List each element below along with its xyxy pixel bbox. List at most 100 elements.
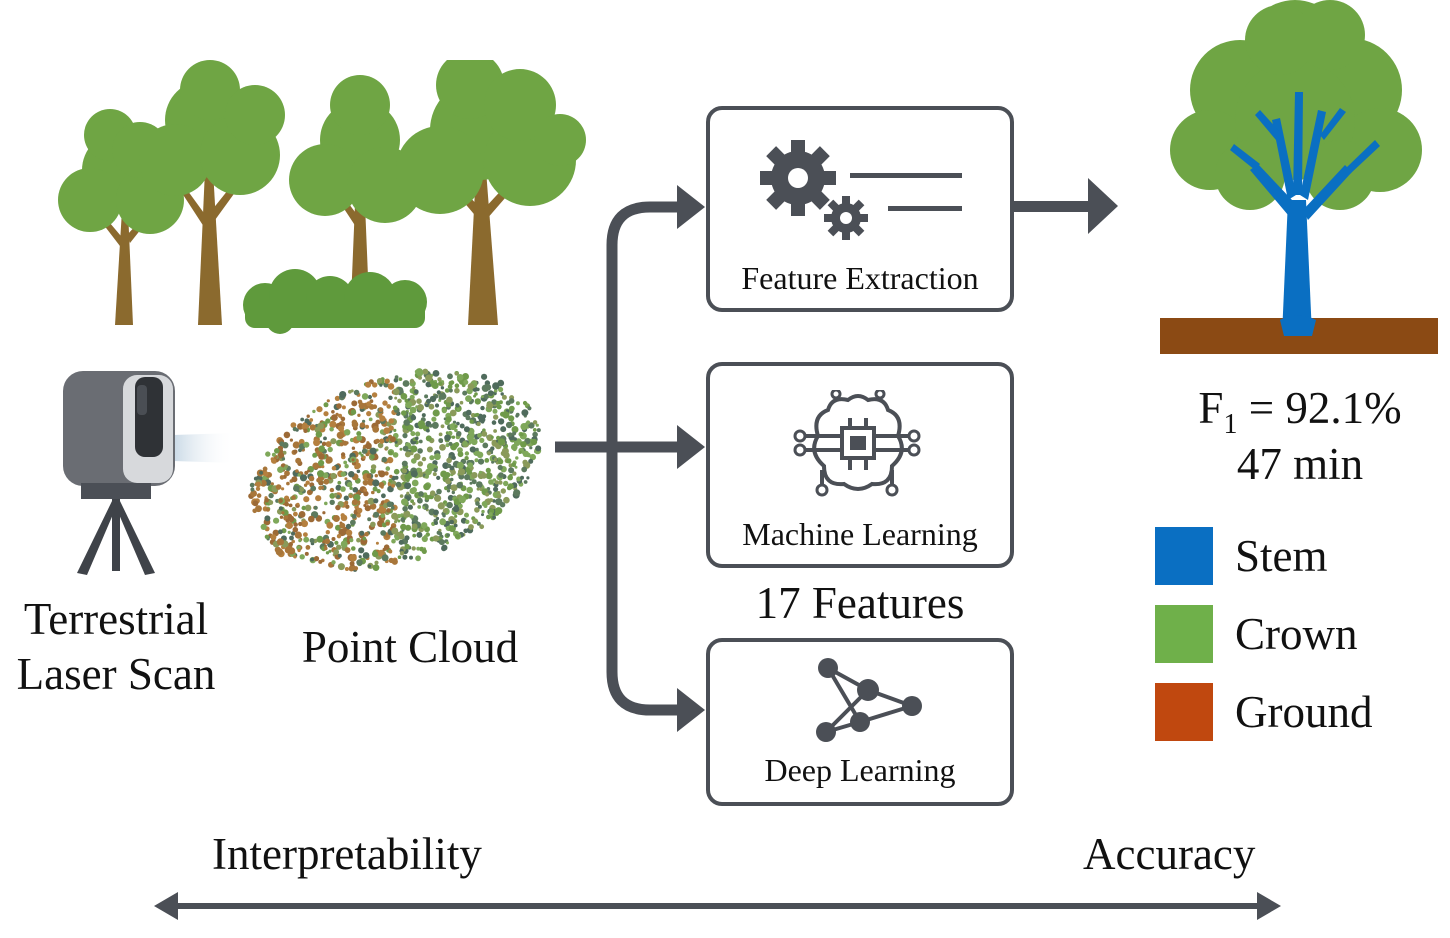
features-count-label: 17 Features <box>755 578 965 628</box>
scanner-label-line1: Terrestrial <box>23 594 209 644</box>
cloud-point <box>375 541 379 545</box>
cloud-point <box>503 480 509 487</box>
cloud-point <box>474 392 478 396</box>
cloud-point <box>412 386 416 390</box>
cloud-point <box>270 482 274 486</box>
cloud-point <box>529 446 533 450</box>
cloud-point <box>298 538 302 543</box>
cloud-point <box>488 479 494 485</box>
cloud-point <box>373 498 379 504</box>
forest-illustration <box>58 60 586 334</box>
cloud-point <box>330 472 337 480</box>
accuracy-label: Accuracy <box>1083 829 1256 879</box>
cloud-point <box>366 401 372 407</box>
cloud-point <box>431 382 439 389</box>
cloud-point <box>347 481 353 488</box>
cloud-point <box>357 413 361 417</box>
cloud-point <box>417 448 423 454</box>
cloud-point <box>382 400 388 406</box>
legend-label-ground: Ground <box>1235 687 1373 737</box>
cloud-point <box>367 564 372 568</box>
cloud-point <box>348 471 355 478</box>
cloud-point <box>497 438 505 446</box>
cloud-point <box>528 458 534 464</box>
cloud-point <box>286 481 290 486</box>
cloud-point <box>350 409 357 415</box>
cloud-point <box>392 452 399 458</box>
cloud-point <box>372 550 379 558</box>
cloud-point <box>475 501 480 506</box>
cloud-point <box>494 511 500 516</box>
cloud-point <box>324 538 331 545</box>
f1-symbol: F <box>1198 383 1224 433</box>
cloud-point <box>333 549 340 555</box>
cloud-point <box>522 459 528 465</box>
cloud-point <box>465 519 470 524</box>
cloud-point <box>301 520 308 528</box>
cloud-point <box>398 377 403 381</box>
legend-swatch-crown <box>1155 605 1213 663</box>
cloud-point <box>521 409 529 417</box>
cloud-point <box>535 423 539 427</box>
cloud-point <box>404 451 411 458</box>
cloud-point <box>481 501 488 507</box>
cloud-point <box>381 493 386 499</box>
cloud-point <box>349 561 355 566</box>
cloud-point <box>436 488 442 495</box>
cloud-point <box>426 446 433 453</box>
cloud-point <box>356 537 361 543</box>
cloud-point <box>380 530 387 536</box>
cloud-point <box>475 412 480 417</box>
cloud-point <box>476 481 483 488</box>
cloud-point <box>284 501 289 507</box>
cloud-point <box>293 485 300 492</box>
cloud-point <box>440 424 445 429</box>
cloud-point <box>411 523 418 530</box>
cloud-point <box>442 508 448 514</box>
cloud-point <box>317 422 325 430</box>
cloud-point <box>370 521 376 528</box>
cloud-point <box>410 499 414 504</box>
cloud-point <box>410 451 414 456</box>
cloud-point <box>298 438 305 445</box>
cloud-point <box>344 477 348 481</box>
cloud-point <box>466 486 473 494</box>
cloud-point <box>503 496 510 504</box>
cloud-point <box>318 559 323 564</box>
cloud-point <box>411 487 417 493</box>
machine-learning-box: Machine Learning <box>706 362 1014 568</box>
cloud-point <box>372 486 378 492</box>
cloud-point <box>388 395 393 400</box>
cloud-point <box>480 405 485 411</box>
cloud-point <box>345 504 350 509</box>
cloud-point <box>491 399 497 405</box>
cloud-point <box>410 431 416 437</box>
cloud-point <box>376 489 381 494</box>
cloud-point <box>520 441 527 448</box>
cloud-point <box>322 472 329 479</box>
cloud-point <box>385 446 389 450</box>
cloud-point <box>447 373 453 380</box>
result-arrow <box>1012 178 1118 234</box>
cloud-point <box>279 441 285 447</box>
cloud-point <box>520 432 524 437</box>
cloud-point <box>454 387 460 394</box>
cloud-point <box>374 474 378 478</box>
cloud-point <box>287 515 295 523</box>
cloud-point <box>362 552 370 559</box>
cloud-point <box>375 419 381 425</box>
cloud-point <box>492 408 498 414</box>
cloud-point <box>530 438 538 446</box>
cloud-point <box>526 420 531 425</box>
cloud-point <box>385 438 390 442</box>
cloud-point <box>513 437 517 441</box>
cloud-point <box>289 438 293 442</box>
cloud-point <box>486 514 491 520</box>
cloud-point <box>340 540 348 548</box>
cloud-point <box>315 431 323 438</box>
cloud-point <box>493 429 497 433</box>
cloud-point <box>334 395 340 401</box>
cloud-point <box>300 417 305 422</box>
cloud-point <box>339 442 344 447</box>
cloud-point <box>371 490 375 495</box>
